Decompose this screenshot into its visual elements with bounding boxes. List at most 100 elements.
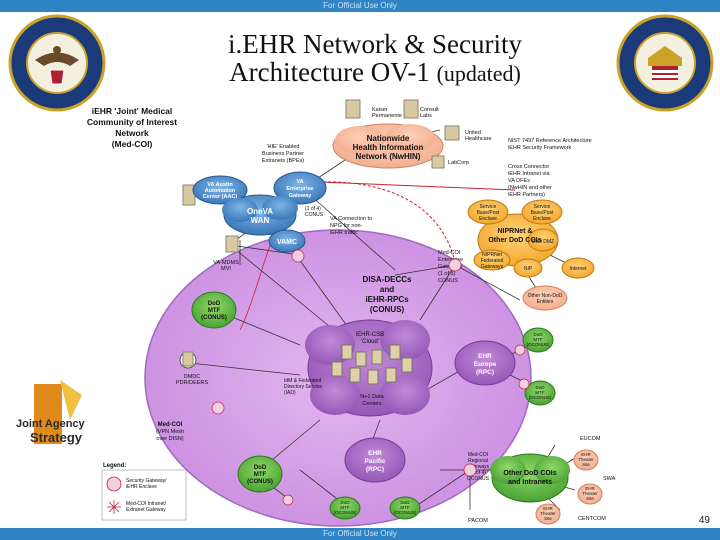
va-connection-note: VA Connection to NPG for non- iEHR traff… [330, 216, 372, 236]
svg-text:MTF: MTF [535, 390, 544, 395]
svg-text:VA Connection to: VA Connection to [330, 216, 372, 222]
other-non-dod-entities: Other Non-DoD Entities [522, 285, 568, 311]
jas-line-1: Joint Agency [16, 418, 86, 430]
svg-text:NIPRNet: NIPRNet [482, 252, 502, 258]
svg-text:(RPC): (RPC) [476, 369, 494, 376]
svg-text:iEHR Enclave: iEHR Enclave [126, 484, 157, 490]
svg-text:VA: VA [296, 179, 303, 185]
dod-mtf-oconus-pacific-2: DoD MTF (OCONUS) [389, 496, 421, 520]
svg-text:(OCONUS): (OCONUS) [334, 510, 357, 515]
svg-text:United: United [465, 130, 481, 136]
svg-text:(Med-COI): (Med-COI) [112, 139, 153, 149]
svg-text:Theater: Theater [582, 491, 598, 496]
svg-text:EUCOM: EUCOM [580, 436, 601, 442]
svg-text:VA DFEs: VA DFEs [508, 178, 530, 184]
svg-text:Other DoD COIs: Other DoD COIs [503, 470, 556, 477]
va-connection-link [319, 181, 456, 263]
svg-text:EHR: EHR [368, 450, 382, 457]
svg-text:Service: Service [534, 204, 551, 210]
svg-text:(OCONUS): (OCONUS) [394, 510, 417, 515]
svg-text:VA Austin: VA Austin [207, 182, 233, 188]
disa-deccs-label: DISA-DECCs and iEHR-RPCs (CONUS) [363, 275, 412, 314]
legend-intranet-gateway-icon [107, 500, 121, 514]
svg-text:Med-COI: Med-COI [468, 452, 488, 458]
svg-text:(1 of 4): (1 of 4) [305, 206, 321, 212]
dmdc-node: DMDC PDR/DEERS [176, 351, 208, 386]
idam-label: IdM & Federated Directory Service (IAD) [284, 378, 322, 396]
svg-text:Extranets (BPEs): Extranets (BPEs) [262, 158, 304, 164]
svg-text:(CONUS): (CONUS) [247, 479, 273, 485]
svg-text:NIP: NIP [524, 266, 533, 272]
svg-text:CENTCOM: CENTCOM [578, 516, 606, 522]
svg-text:Kaiser: Kaiser [372, 107, 388, 113]
title-line-2: Architecture OV-1 (updated) [229, 57, 521, 87]
svg-text:iEHR 'Joint' Medical: iEHR 'Joint' Medical [92, 106, 173, 116]
svg-text:Pacific: Pacific [365, 458, 386, 465]
svg-text:MTF: MTF [208, 308, 221, 314]
svg-text:MVI: MVI [221, 266, 231, 272]
svg-text:iEHR-CSB: iEHR-CSB [356, 332, 384, 338]
svg-text:EHR: EHR [585, 486, 595, 491]
legend: Legend: Security Gateway/ iEHR Enclave M… [101, 463, 187, 521]
va-mdms-node: VA-MDMS MVI [213, 235, 239, 272]
svg-text:over DISN): over DISN) [156, 436, 183, 442]
dod-mtf-oconus-europe-2: DoD MTF (OCONUS) [524, 380, 556, 406]
ehr-csb-cloud: iEHR-CSB 'Cloud' N+1 Data Centers [305, 319, 433, 417]
svg-text:CONUS: CONUS [305, 212, 324, 218]
svg-text:NPG for non-: NPG for non- [330, 223, 363, 229]
svg-text:Centers: Centers [362, 401, 382, 407]
legend-security-gateway-icon [106, 476, 122, 492]
svg-text:Gateways: Gateways [467, 464, 490, 470]
svg-text:(CONUS): (CONUS) [201, 315, 227, 321]
title-updated: (updated) [436, 61, 521, 86]
svg-text:PDR/DEERS: PDR/DEERS [176, 380, 208, 386]
svg-text:PACOM: PACOM [468, 518, 488, 524]
svg-text:Other DoD COIs: Other DoD COIs [488, 237, 541, 244]
svg-text:Federated: Federated [481, 258, 504, 264]
svg-text:(NwHIN and other: (NwHIN and other [508, 185, 552, 191]
svg-text:DoD: DoD [208, 301, 221, 307]
svg-text:iEHR traffic: iEHR traffic [330, 230, 358, 236]
svg-text:'HIE' Enabled: 'HIE' Enabled [267, 144, 300, 150]
svg-text:Regional: Regional [468, 458, 488, 464]
va-aac-node: VA Austin Automation Center (AAC) [182, 175, 248, 206]
svg-text:Permanente: Permanente [372, 113, 402, 119]
svg-text:Health Information: Health Information [353, 143, 424, 152]
pacom-label: PACOM [468, 518, 488, 524]
eucom-theater: EUCOM EHR Theater Site [573, 436, 601, 471]
svg-text:Community of Interest: Community of Interest [87, 117, 177, 127]
svg-text:EHR: EHR [581, 452, 591, 457]
jas-line-2: Strategy [30, 430, 83, 445]
title-line-1: i.EHR Network & Security [228, 29, 522, 59]
svg-text:Gateway: Gateway [289, 193, 313, 199]
svg-text:(OCONUS): (OCONUS) [529, 395, 552, 400]
svg-text:(VPN Mesh: (VPN Mesh [156, 429, 184, 435]
svg-text:NIST 7497 Reference Architectu: NIST 7497 Reference Architecture [508, 138, 592, 144]
dod-mtf-conus-bottom: DoD MTF (CONUS) [237, 455, 283, 493]
dod-mtf-oconus-pacific-1: DoD MTF (OCONUS) [329, 496, 361, 520]
svg-text:Extranet Gateway: Extranet Gateway [126, 507, 166, 513]
svg-text:Base/Post: Base/Post [477, 210, 500, 216]
svg-text:SWA: SWA [603, 476, 616, 482]
swa-theater: SWA EHR Theater Site [577, 476, 616, 505]
svg-text:IdM & Federated: IdM & Federated [284, 378, 321, 384]
svg-text:Directory Service: Directory Service [284, 384, 322, 390]
svg-text:Site: Site [586, 496, 594, 501]
svg-text:(CONUS): (CONUS) [370, 305, 405, 314]
svg-text:VAMC: VAMC [277, 239, 297, 246]
svg-text:Site: Site [544, 516, 552, 521]
nwhin-partners: Kaiser Permanente Consult Labs United He… [345, 99, 492, 169]
med-coi-vpn-label: Med-COI (VPN Mesh over DISN) [156, 422, 184, 442]
svg-text:Site: Site [582, 462, 590, 467]
svg-text:DoD: DoD [254, 465, 267, 471]
svg-text:Service: Service [480, 204, 497, 210]
svg-text:Base/Post: Base/Post [531, 210, 554, 216]
oneva-wan-cloud: OneVA WAN [222, 194, 298, 236]
page-number: 49 [698, 515, 710, 526]
svg-text:Enterprise: Enterprise [438, 257, 463, 263]
svg-text:and Intranets: and Intranets [508, 479, 552, 486]
nwhin-cloud: Nationwide Health Information Network (N… [332, 123, 444, 169]
svg-text:MTF: MTF [400, 505, 409, 510]
svg-text:NIPRNet &: NIPRNet & [497, 228, 532, 235]
